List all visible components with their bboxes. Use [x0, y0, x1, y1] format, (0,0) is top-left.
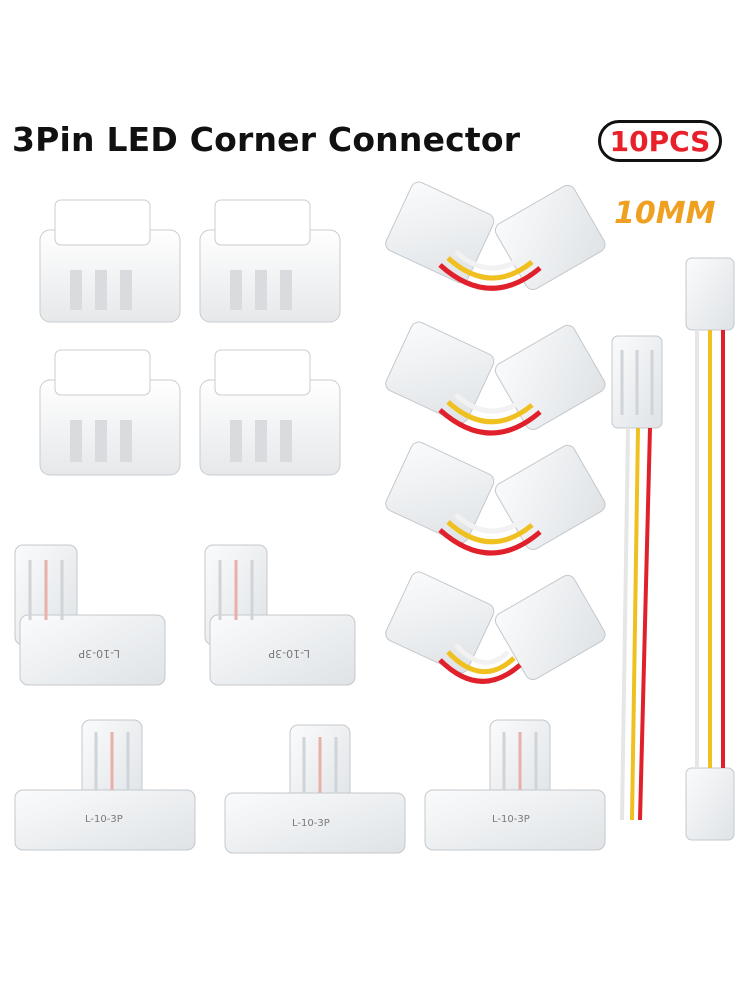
pin-label: L-10-3P	[78, 647, 120, 660]
quantity-badge: 10PCS	[598, 120, 722, 162]
clip-connector-3	[39, 349, 181, 476]
clip-connector-4	[199, 349, 341, 476]
extension-wire	[685, 257, 735, 841]
t-connector-3: L-10-3P	[424, 719, 606, 851]
clip-connector-1	[39, 199, 181, 323]
pin-label: L-10-3P	[85, 814, 123, 825]
pin-label: L-10-3P	[492, 814, 530, 825]
corner-wire-connector-1	[385, 181, 606, 291]
clip-connector-2	[199, 199, 341, 323]
pigtail-wire	[611, 335, 663, 821]
corner-wire-connector-2	[385, 321, 606, 436]
product-title: 3Pin LED Corner Connector	[12, 120, 521, 159]
pin-label: L-10-3P	[292, 818, 330, 829]
t-connector-1: L-10-3P	[14, 719, 196, 851]
corner-wire-connector-3	[385, 441, 606, 556]
t-connector-2: L-10-3P	[224, 724, 406, 854]
corner-wire-connector-4	[385, 571, 606, 684]
l-connector-2: L-10-3P	[204, 544, 356, 686]
width-label: 10MM	[614, 196, 716, 231]
l-connector-1: L-10-3P	[14, 544, 166, 686]
pin-label: L-10-3P	[268, 647, 310, 660]
